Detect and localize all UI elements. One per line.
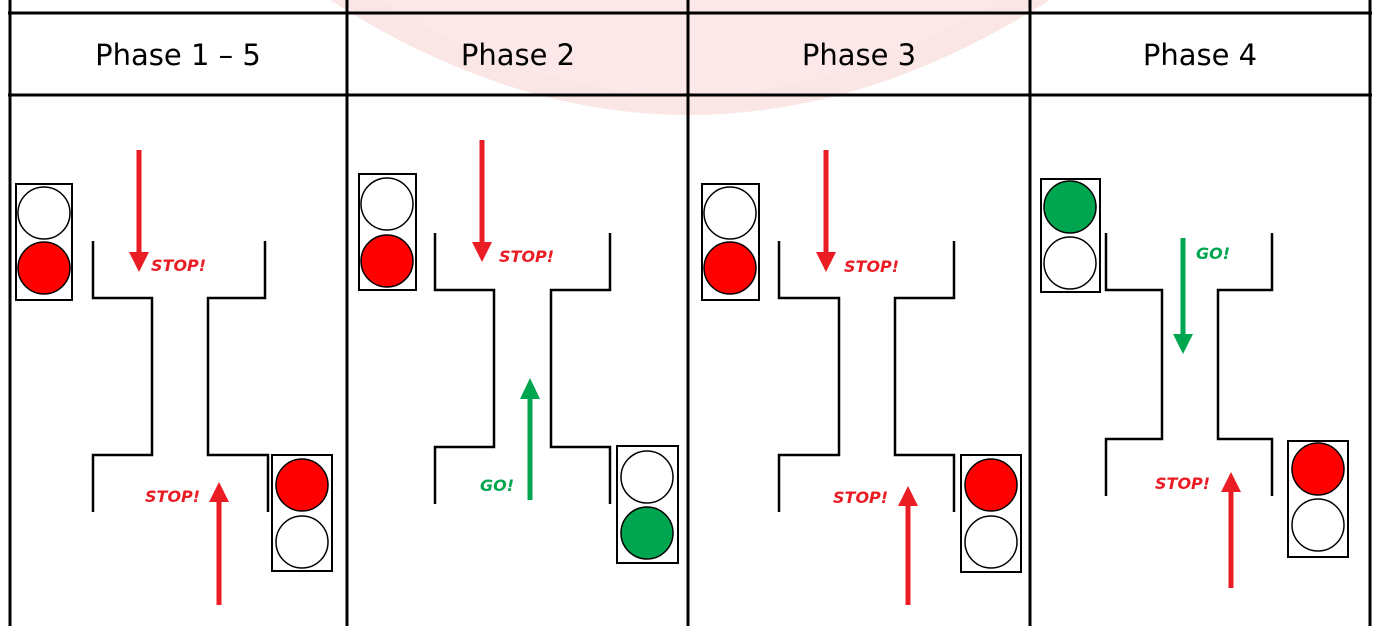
phase-1-bottom-light-upper-lamp — [275, 458, 329, 512]
phase-3-title: Phase 3 — [802, 38, 916, 72]
phase-1-title: Phase 1 – 5 — [95, 38, 261, 72]
phase-4-top-arrow — [1173, 238, 1193, 354]
phase-2-bottom-traffic-light — [616, 445, 679, 564]
phase-4-road-right — [1216, 233, 1274, 496]
phase-4-top-label: GO! — [1196, 244, 1230, 263]
header-row: Phase 1 – 5 Phase 2 Phase 3 Phase 4 — [95, 38, 1257, 72]
phase-1-top-traffic-light — [15, 183, 73, 301]
phase-4-road-left — [1104, 233, 1164, 496]
phase-4-bottom-arrow — [1221, 472, 1241, 588]
phase-2-road-left — [433, 233, 496, 504]
phase-2-top-label: STOP! — [499, 247, 554, 266]
phase-3-bottom-traffic-light — [960, 454, 1022, 573]
phase-2-cell: STOP! GO! — [358, 140, 679, 564]
phase-4-bottom-light-lower-lamp — [1291, 498, 1345, 552]
phase-3-road-left — [777, 241, 841, 512]
phase-2-road-right — [549, 233, 612, 504]
phase-3-bottom-light-lower-lamp — [964, 515, 1018, 569]
phase-3-top-label: STOP! — [844, 257, 899, 276]
phase-1-top-arrow — [129, 150, 149, 272]
phase-1-bottom-arrow — [209, 482, 229, 605]
phase-3-top-traffic-light — [701, 183, 760, 301]
phase-4-top-light-upper-lamp — [1043, 180, 1097, 234]
phase-2-top-arrow — [472, 140, 492, 262]
phase-1-road-right — [206, 241, 270, 512]
phase-2-top-traffic-light — [358, 173, 417, 291]
phase-4-bottom-traffic-light — [1287, 440, 1349, 558]
phase-3-cell: STOP! STOP! — [701, 150, 1022, 605]
phase-3-top-light-upper-lamp — [703, 186, 757, 240]
table-grid — [8, 0, 1372, 626]
phase-2-top-light-lower-lamp — [360, 234, 414, 288]
phase-4-bottom-label: STOP! — [1155, 474, 1210, 493]
phase-4-cell: GO! STOP! — [1040, 178, 1349, 588]
phase-3-bottom-arrow — [898, 486, 918, 605]
phase-1-bottom-label: STOP! — [145, 487, 200, 506]
phase-2-title: Phase 2 — [461, 38, 575, 72]
phase-2-bottom-light-upper-lamp — [620, 450, 674, 504]
phase-1-bottom-light-lower-lamp — [275, 515, 329, 569]
phase-3-bottom-light-upper-lamp — [964, 458, 1018, 512]
phase-1-road-left — [91, 241, 154, 512]
phase-2-top-light-upper-lamp — [360, 177, 414, 231]
phase-3-bottom-label: STOP! — [833, 488, 888, 507]
background-watermark — [330, 0, 1050, 115]
phase-2-bottom-light-lower-lamp — [620, 506, 674, 560]
phase-1-top-label: STOP! — [151, 256, 206, 275]
phase-1-top-light-upper-lamp — [17, 186, 71, 240]
phase-3-top-light-lower-lamp — [703, 241, 757, 295]
phase-1-cell: STOP! STOP! — [15, 150, 333, 605]
phase-4-top-traffic-light — [1040, 178, 1101, 293]
phase-3-road-right — [893, 241, 956, 512]
phase-1-top-light-lower-lamp — [17, 241, 71, 295]
phase-1-bottom-traffic-light — [271, 454, 333, 572]
phase-4-top-light-lower-lamp — [1043, 236, 1097, 290]
phase-4-title: Phase 4 — [1143, 38, 1257, 72]
phase-4-bottom-light-upper-lamp — [1291, 442, 1345, 496]
phase-2-bottom-arrow — [520, 378, 540, 500]
phase-3-top-arrow — [816, 150, 836, 272]
phase-2-bottom-label: GO! — [480, 476, 514, 495]
